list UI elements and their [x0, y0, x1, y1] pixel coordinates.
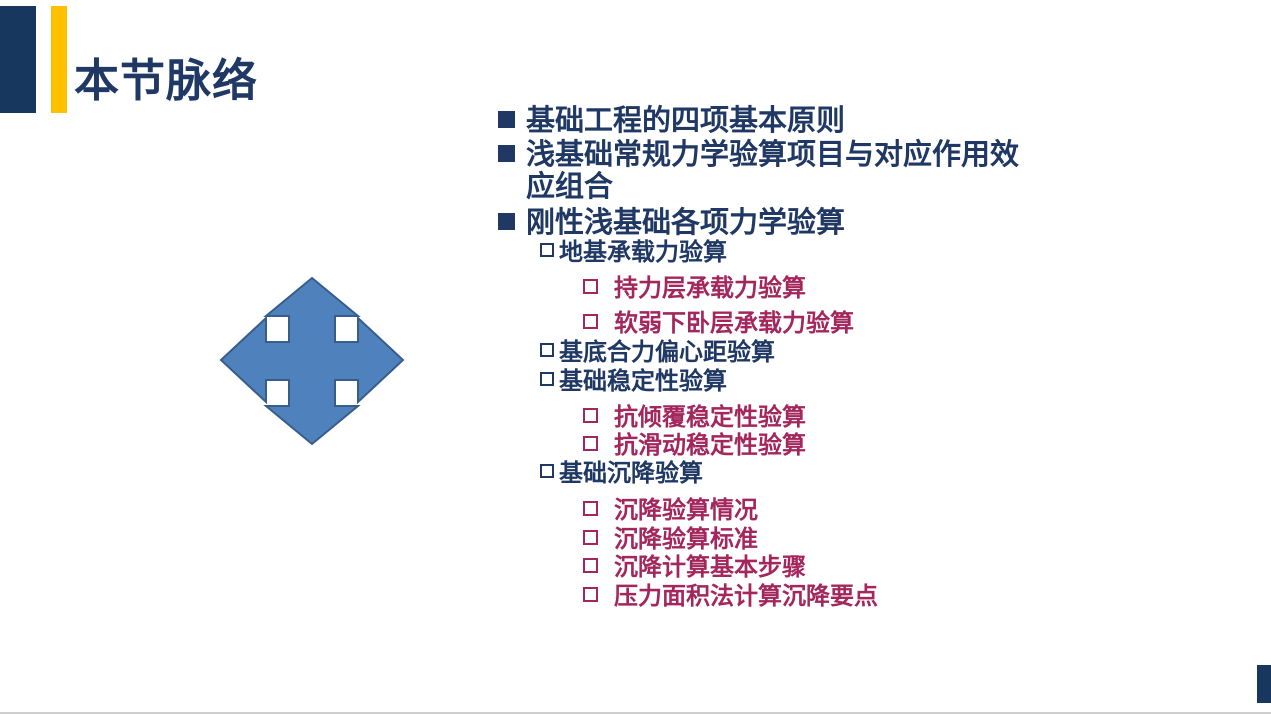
checkbox-bullet-icon [583, 500, 598, 516]
outline-subsubitem: 沉降验算标准 [583, 525, 758, 553]
checkbox-bullet-icon [583, 313, 598, 329]
outline-subsubitem: 沉降验算情况 [583, 496, 758, 524]
slide-title: 本节脉络 [74, 54, 259, 107]
outline-subitem: 基底合力偏心距验算 [540, 338, 775, 366]
square-bullet-icon [498, 110, 515, 128]
outline-subsubitem: 软弱下卧层承载力验算 [583, 309, 854, 337]
outline-subitem: 基础沉降验算 [540, 459, 703, 487]
outline-item-continuation: 应组合 [526, 169, 614, 203]
hollow-square-bullet-icon [540, 243, 554, 257]
hollow-square-bullet-icon [540, 343, 554, 357]
outline-subitem: 基础稳定性验算 [540, 367, 727, 395]
outline-subsubitem: 持力层承载力验算 [583, 274, 806, 302]
checkbox-bullet-icon [583, 407, 598, 423]
outline-subsubitem: 沉降计算基本步骤 [583, 553, 806, 581]
four-way-arrow-icon [219, 276, 405, 446]
hollow-square-bullet-icon [540, 372, 554, 386]
square-bullet-icon [498, 212, 515, 230]
checkbox-bullet-icon [583, 435, 598, 451]
outline-subsubitem: 抗滑动稳定性验算 [583, 431, 806, 459]
outline-subsubitem: 抗倾覆稳定性验算 [583, 403, 806, 431]
checkbox-bullet-icon [583, 278, 598, 294]
corner-accent-bar [1257, 665, 1271, 703]
hollow-square-bullet-icon [540, 464, 554, 478]
square-bullet-icon [498, 144, 515, 162]
outline-subitem: 地基承载力验算 [540, 238, 727, 266]
checkbox-bullet-icon [583, 557, 598, 573]
outline-item: 基础工程的四项基本原则 [498, 103, 845, 137]
accent-bar-gold [51, 6, 67, 113]
outline-subsubitem: 压力面积法计算沉降要点 [583, 582, 878, 610]
checkbox-bullet-icon [583, 529, 598, 545]
outline-item: 浅基础常规力学验算项目与对应作用效 [498, 137, 1019, 171]
footer-divider [0, 712, 1271, 714]
checkbox-bullet-icon [583, 586, 598, 602]
accent-bar-navy [0, 6, 36, 113]
outline-item: 刚性浅基础各项力学验算 [498, 205, 845, 239]
